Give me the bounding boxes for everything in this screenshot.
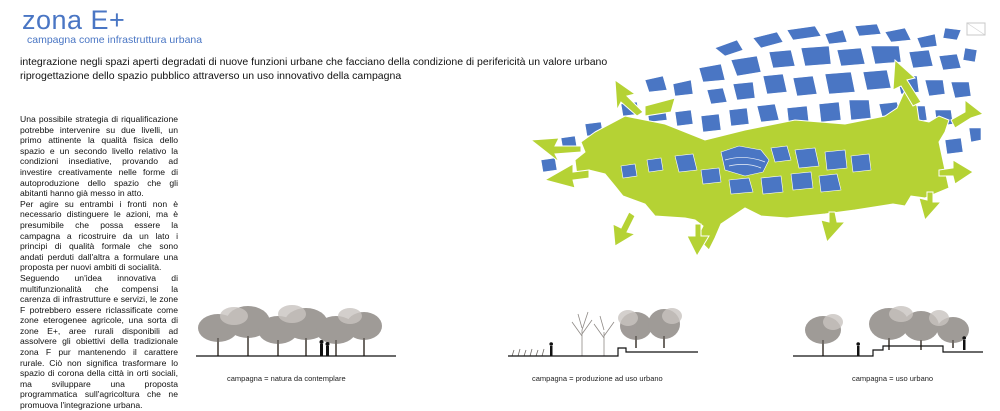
page-title: zona E+ bbox=[22, 5, 126, 35]
body-text: Una possibile strategia di riqualificazi… bbox=[20, 114, 178, 411]
urban-core bbox=[620, 145, 872, 195]
page-subtitle: campagna come infrastruttura urbana bbox=[27, 34, 203, 46]
caption-section-2: campagna = produzione ad uso urbano bbox=[532, 374, 663, 383]
caption-section-3: campagna = uso urbano bbox=[852, 374, 934, 383]
territory-diagram bbox=[529, 23, 985, 258]
body-paragraph-1: Una possibile strategia di riqualificazi… bbox=[20, 114, 178, 199]
body-paragraph-3: Seguendo un'idea innovativa di multifunz… bbox=[20, 272, 178, 411]
intro-line-1: integrazione negli spazi aperti degradat… bbox=[20, 56, 608, 68]
corner-box-icon bbox=[966, 22, 986, 36]
intro-line-2: riprogettazione dello spazio pubblico at… bbox=[20, 70, 402, 82]
section-produzione bbox=[508, 308, 698, 357]
intro-text: integrazione negli spazi aperti degradat… bbox=[20, 55, 607, 83]
section-natura bbox=[196, 305, 396, 357]
body-paragraph-2: Per agire su entrambi i fronti non è nec… bbox=[20, 198, 178, 273]
caption-section-1: campagna = natura da contemplare bbox=[227, 374, 346, 383]
section-uso-urbano bbox=[793, 306, 983, 357]
